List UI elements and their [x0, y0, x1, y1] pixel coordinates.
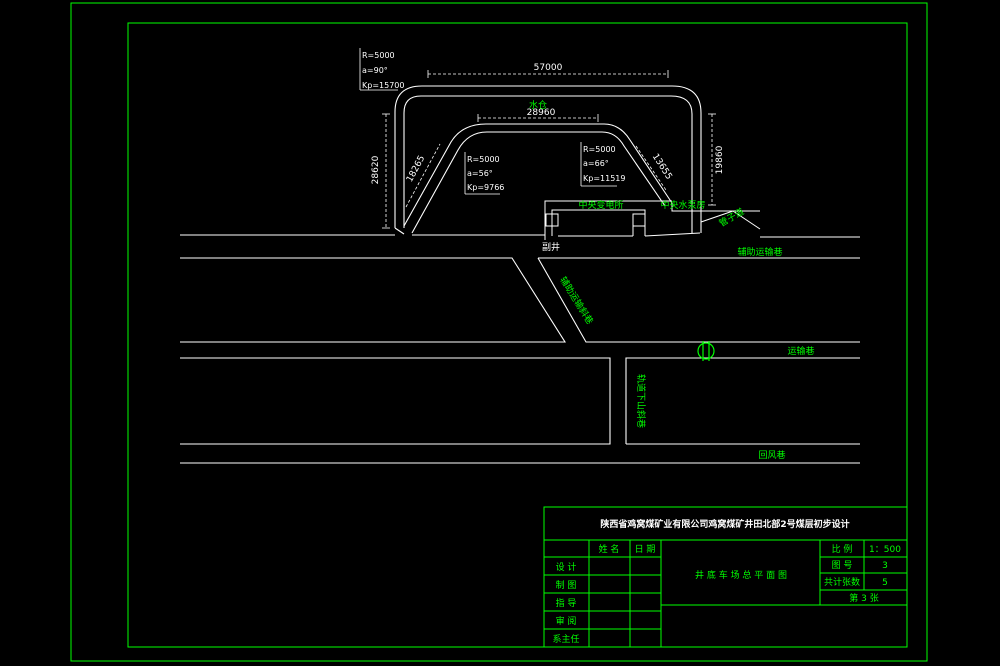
dim-right-height: 19860	[715, 145, 725, 174]
label-return-air: 回风巷	[758, 450, 785, 461]
drawing-title: 井 底 车 场 总 平 面 图	[695, 569, 787, 581]
dim-top-span: 57000	[534, 63, 563, 73]
label-aux-haulage: 辅助运输巷	[737, 246, 782, 258]
label-slope-left: 辅助运输斜巷	[557, 274, 596, 326]
left-a: a=56°	[467, 169, 493, 178]
outer-r: R=5000	[362, 51, 395, 60]
title-block	[543, 506, 908, 648]
outer-loop-tunnel	[394, 85, 702, 235]
main-roadways	[180, 234, 860, 464]
role-advisor: 指 导	[556, 597, 577, 609]
dim-left-height: 28620	[371, 155, 381, 184]
page-number: 第 3 张	[849, 592, 878, 604]
label-substation: 中央变电所	[578, 199, 623, 211]
right-kp: Kp=11519	[583, 174, 625, 183]
role-review: 审 阅	[556, 615, 577, 627]
scale-label: 比 例	[832, 543, 853, 555]
right-r: R=5000	[583, 145, 616, 154]
col-name-header: 姓 名	[599, 543, 620, 555]
dimension-ticks	[382, 70, 716, 229]
sheet-value: 3	[882, 561, 888, 571]
project-title: 陕西省鸡窝煤矿业有限公司鸡窝煤矿井田北部2号煤层初步设计	[600, 518, 849, 530]
chambers	[544, 200, 761, 240]
inner-loop-tunnel	[403, 123, 673, 234]
col-date-header: 日 期	[635, 544, 656, 555]
label-shaft: 副井	[542, 241, 560, 253]
outer-a: a=90°	[362, 66, 388, 75]
outer-frame	[70, 2, 928, 662]
left-r: R=5000	[467, 155, 500, 164]
left-kp: Kp=9766	[467, 183, 504, 192]
dim-inner-span: 28960	[527, 108, 556, 118]
label-pipe-shaft: 管子道	[717, 205, 746, 229]
dimension-lines	[385, 73, 713, 228]
air-door-icon	[697, 341, 715, 361]
dim-right-diag: 13655	[650, 152, 674, 181]
label-haulage: 运输巷	[787, 345, 814, 357]
role-dept-head: 系主任	[552, 633, 579, 645]
scale-value: 1：500	[869, 545, 901, 555]
label-pump-room: 中央水泵房	[660, 199, 705, 211]
inner-frame	[127, 22, 908, 648]
role-design: 设 计	[556, 561, 577, 573]
right-a: a=66°	[583, 159, 609, 168]
label-return-track: 水仓	[529, 99, 547, 111]
dim-left-diag: 18265	[405, 154, 427, 184]
sheet-label: 图 号	[832, 560, 853, 571]
role-drawing: 制 图	[556, 579, 577, 591]
label-slope-down: 轨道下山斜巷	[635, 374, 647, 428]
total-label: 共计张数	[824, 576, 860, 588]
total-value: 5	[882, 578, 888, 588]
outer-kp: Kp=15700	[362, 81, 404, 90]
